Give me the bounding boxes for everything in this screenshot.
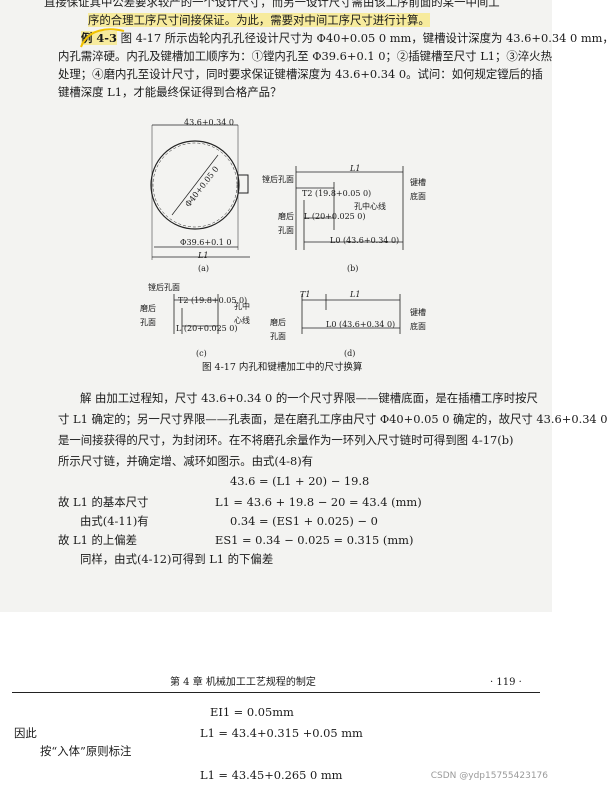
fig-b-bore-label: 镗后孔面 <box>262 175 294 184</box>
text-line-1: 序的合理工序尺寸间接保证。为此，需要对中间工序尺寸进行计算。 <box>88 13 430 27</box>
fig-b-center-label: 孔中心线 <box>354 202 386 211</box>
fig-d-T1: T1 <box>300 290 311 299</box>
book-page-bottom: 第 4 章 机械加工工艺规程的制定 · 119 · EI1 = 0.05mm 因… <box>0 630 552 787</box>
solution-line-2: 是一间接获得的尺寸，为封闭环。在不将磨孔余量作为一环列入尺寸链时可得到图 4-1… <box>58 433 514 447</box>
result-1-label: 故 L1 的基本尺寸 <box>58 495 149 509</box>
ei-equation: EI1 = 0.05mm <box>210 705 294 719</box>
text-line-2: 例 4-3 图 4-17 所示齿轮内孔孔径设计尺寸为 Φ40+0.05 0 mm… <box>81 31 614 45</box>
result-1-eq: L1 = 43.6 + 19.8 − 20 = 43.4 (mm) <box>215 495 422 509</box>
figure-a <box>150 124 250 260</box>
fig-d-tag: (d) <box>344 349 356 358</box>
fig-c-tag: (c) <box>196 349 207 358</box>
fig-b-L: L (20+0.025 0) <box>304 212 366 221</box>
fig-b-T2: T2 (19.8+0.05 0) <box>302 189 372 198</box>
fig-c-grind-label: 磨后孔面 <box>140 304 156 327</box>
fig-c-T2: T2 (19.8+0.05 0) <box>178 296 248 305</box>
fig-a-top-dim: 43.6+0.34 0 <box>184 118 234 127</box>
therefore-equation: L1 = 43.4+0.315 +0.05 mm <box>200 726 363 740</box>
page-number: · 119 · <box>490 677 522 688</box>
fig-a-bottom-dim: Φ39.6+0.1 0 <box>180 238 232 247</box>
fig-a-L1: L1 <box>198 251 209 260</box>
watermark: CSDN @ydp15755423176 <box>430 771 548 781</box>
fig-d-L1: L1 <box>350 290 361 299</box>
fig-d-slot-label: 键槽底面 <box>410 308 426 331</box>
book-page-top: 直接保证其中公差要求较严的一个设计尺寸，而另一设计尺寸需由该工序前面的某一中间工… <box>0 0 614 612</box>
result-2-eq: 0.34 = (ES1 + 0.025) − 0 <box>230 514 378 528</box>
fig-a-tag: (a) <box>198 264 210 273</box>
figure-b <box>295 166 404 250</box>
result-2-label: 由式(4-11)有 <box>80 514 149 528</box>
fig-c-L: L (20+0.025 0) <box>176 324 238 333</box>
therefore-label: 因此 <box>14 726 37 740</box>
highlight-mark <box>80 28 125 48</box>
text-line-5: 键槽深度 L1，才能最终保证得到合格产品？ <box>58 85 282 99</box>
fig-b-grind-label: 磨后孔面 <box>278 212 294 235</box>
final-equation: L1 = 43.45+0.265 0 mm <box>200 768 343 782</box>
result-3-label: 故 L1 的上偏差 <box>58 533 138 547</box>
fig-b-L0: L0 (43.6+0.34 0) <box>330 236 400 245</box>
figure-d <box>301 294 401 334</box>
chapter-header: 第 4 章 机械加工工艺规程的制定 <box>170 677 316 688</box>
solution-line-0: 解 由加工过程知，尺寸 43.6+0.34 0 的一个尺寸界限——键槽底面，是在… <box>80 391 538 405</box>
result-3-eq: ES1 = 0.34 − 0.025 = 0.315 (mm) <box>215 533 414 547</box>
result-4: 同样，由式(4-12)可得到 L1 的下偏差 <box>80 552 274 566</box>
fig-d-grind-label: 磨后孔面 <box>270 318 286 341</box>
figure-caption: 图 4-17 内孔和键槽加工中的尺寸换算 <box>202 362 363 373</box>
text-line-3: 内孔需淬硬。内孔及键槽加工顺序为：①镗内孔至 Φ39.6+0.1 0；②插键槽至… <box>58 49 552 63</box>
entry-rule-label: 按“入体”原则标注 <box>40 744 132 758</box>
fig-b-L1: L1 <box>350 164 361 173</box>
fig-c-bore-label: 镗后孔面 <box>148 283 180 292</box>
fig-c-center-label: 孔中心线 <box>234 302 250 325</box>
figure-c <box>173 294 219 334</box>
header-rule <box>12 692 540 693</box>
equation-1: 43.6 = (L1 + 20) − 19.8 <box>230 474 370 488</box>
text-line-4: 处理；④磨内孔至设计尺寸，同时要求保证键槽深度为 43.6+0.34 0。试问：… <box>58 67 543 81</box>
text-line-0: 直接保证其中公差要求较严的一个设计尺寸，而另一设计尺寸需由该工序前面的某一中间工 <box>44 0 500 9</box>
fig-d-L0: L0 (43.6+0.34 0) <box>326 320 396 329</box>
fig-b-tag: (b) <box>347 264 359 273</box>
solution-line-3: 所示尺寸链，并确定增、减环如图示。由式(4-8)有 <box>58 454 314 468</box>
fig-b-slot-label: 键槽底面 <box>410 178 426 201</box>
solution-line-1: 寸 L1 确定的；另一尺寸界限——孔表面，是在磨孔工序由尺寸 Φ40+0.05 … <box>58 412 608 426</box>
